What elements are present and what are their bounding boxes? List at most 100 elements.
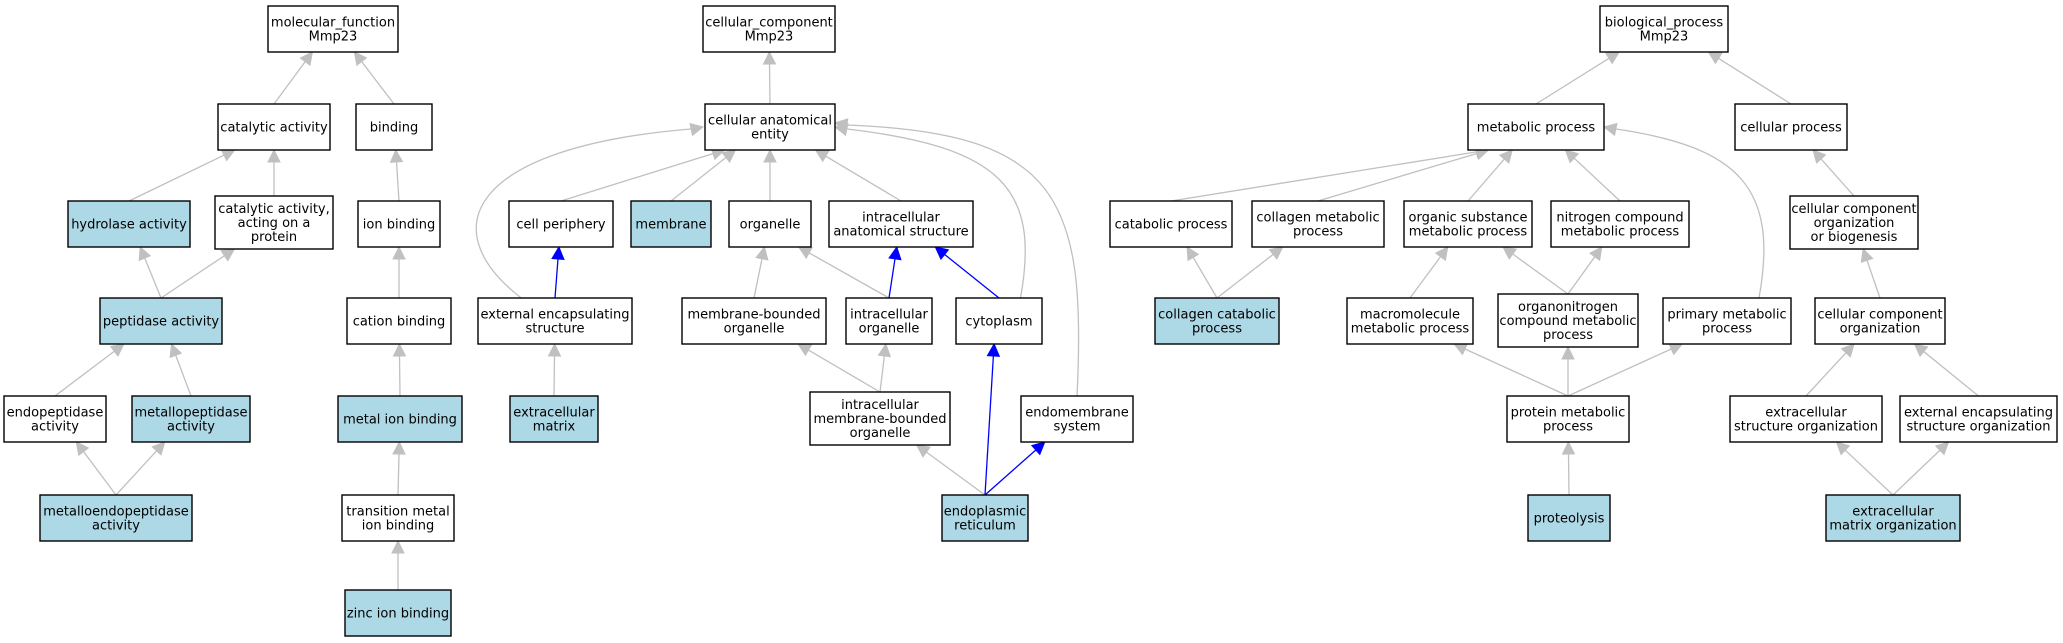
edge-line [753, 258, 763, 299]
node-box [355, 103, 433, 151]
node-box [357, 200, 441, 248]
edge-line [1567, 256, 1596, 295]
edge-arrowhead [755, 245, 769, 261]
edge-line [825, 155, 902, 202]
node-label: cellular process [1740, 121, 1842, 136]
node-label: Mmp23 [309, 30, 358, 45]
edge-line [128, 154, 225, 202]
node-label: entity [751, 128, 789, 143]
edge-collagen-catabolic-to-collagen-metabolic [1216, 246, 1284, 299]
node-label: intracellular [841, 398, 919, 413]
edge-line [1467, 158, 1505, 202]
edge-macromolecule-to-organic-subst [1409, 246, 1449, 299]
node-box [337, 395, 463, 443]
edge-arrowhead [151, 441, 166, 456]
node-label: nitrogen compound [1556, 211, 1683, 226]
edge-collagen-catabolic-to-catabolic [1186, 246, 1218, 299]
node-box [630, 200, 712, 248]
node-label: membrane-bounded [687, 308, 820, 323]
edge-cation-binding-to-ion-binding [392, 245, 406, 298]
edge-line [846, 128, 1026, 299]
edge-organelle-to-cae [763, 148, 777, 201]
edge-ic-organelle-to-organelle [797, 246, 890, 299]
edge-primary-metabolic-to-metabolic [1602, 122, 1765, 299]
edge-line [1805, 352, 1847, 397]
edge-binding-to-mf [353, 51, 395, 105]
edge-cco-to-ccob [1860, 247, 1881, 299]
edge-arrowhead [1561, 440, 1576, 455]
node-box [1497, 293, 1639, 348]
node-box [1506, 395, 1630, 443]
node-box [39, 494, 193, 542]
node-label: transition metal [346, 505, 449, 520]
node-box [477, 297, 633, 345]
node-box [1734, 103, 1848, 151]
edge-arrowhead [797, 246, 813, 260]
go-node-catalytic: catalytic activity [217, 103, 331, 151]
edge-mb-organelle-to-organelle [753, 245, 769, 299]
edge-line [926, 451, 986, 496]
edge-metalloendo-to-metallopeptidase [115, 441, 166, 496]
edge-arrowhead [1835, 441, 1851, 456]
node-label: macromolecule [1360, 308, 1460, 323]
edge-arrowhead [762, 50, 777, 65]
edge-zinc-to-transition-metal [391, 539, 405, 590]
node-box [217, 103, 331, 151]
edge-arrowhead [392, 440, 406, 455]
node-label: collagen metabolic [1256, 211, 1379, 226]
go-node-metabolic: metabolic process [1467, 103, 1605, 151]
node-label: peptidase activity [103, 315, 220, 330]
node-label: membrane-bounded [813, 412, 946, 427]
edge-catalytic-to-mf [273, 51, 314, 105]
edge-arrowhead [814, 149, 830, 163]
edge-arrowhead [392, 342, 407, 357]
edge-cell-periphery-to-cae [560, 147, 726, 202]
go-node-metal-ion: metal ion binding [337, 395, 463, 443]
edge-arrowhead [391, 539, 405, 554]
node-box [346, 297, 452, 345]
edge-organonitrogen-to-nitrogen [1567, 246, 1603, 295]
edge-arrowhead [392, 245, 406, 260]
edge-line [1317, 152, 1478, 202]
node-box [809, 391, 951, 446]
node-label: zinc ion binding [347, 607, 449, 622]
edge-collagen-metabolic-to-metabolic [1317, 147, 1490, 202]
edge-nitrogen-to-metabolic [1564, 149, 1621, 202]
node-label: organelle [859, 322, 920, 337]
edge-line [175, 355, 192, 397]
edge-line [1923, 351, 1979, 397]
edge-arrowhead [169, 342, 183, 359]
node-label: system [1054, 420, 1101, 435]
node-label: activity [167, 420, 215, 435]
node-label: compound metabolic [1499, 314, 1636, 329]
node-label: cation binding [353, 315, 446, 330]
edge-line [670, 156, 727, 202]
edge-arrowhead [353, 51, 368, 67]
edge-ion-binding-to-binding [389, 148, 404, 202]
edge-er-to-cytoplasm [984, 342, 1001, 496]
edge-ecm-org-to-ext-encap-org [1892, 441, 1950, 496]
edge-line [1615, 128, 1765, 299]
edge-metalloendo-to-endopeptidase [75, 441, 117, 496]
node-box [67, 200, 191, 248]
node-box [1527, 494, 1611, 542]
go-node-zinc: zinc ion binding [344, 589, 452, 637]
node-box [267, 5, 399, 53]
node-box [1154, 297, 1280, 345]
node-label: molecular_function [271, 16, 395, 31]
edge-line [1216, 253, 1274, 299]
go-node-ion-binding: ion binding [357, 200, 441, 248]
